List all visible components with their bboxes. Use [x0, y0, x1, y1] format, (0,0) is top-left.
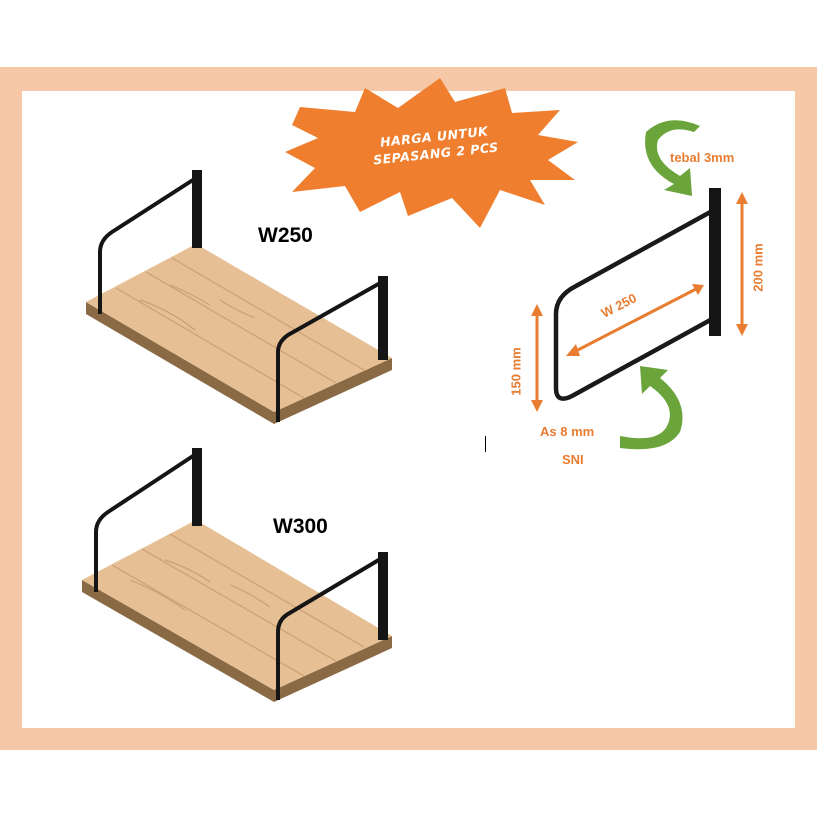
- thickness-arrow: [645, 120, 700, 196]
- price-starburst: [285, 78, 578, 228]
- shelf-w250: [86, 170, 392, 424]
- size-label-w250: W250: [258, 224, 313, 247]
- rod-label: As 8 mm: [540, 424, 595, 439]
- rod-arrow: [620, 366, 683, 450]
- height-left-label: 150 mm: [508, 347, 524, 396]
- height-right-label: 200 mm: [750, 243, 766, 292]
- text-cursor: [485, 436, 486, 452]
- size-label-w300: W300: [273, 515, 328, 538]
- standard-label: SNI: [562, 452, 584, 467]
- bracket-diagram: [531, 120, 748, 450]
- thickness-label: tebal 3mm: [670, 150, 735, 165]
- shelf-w300: [82, 448, 392, 702]
